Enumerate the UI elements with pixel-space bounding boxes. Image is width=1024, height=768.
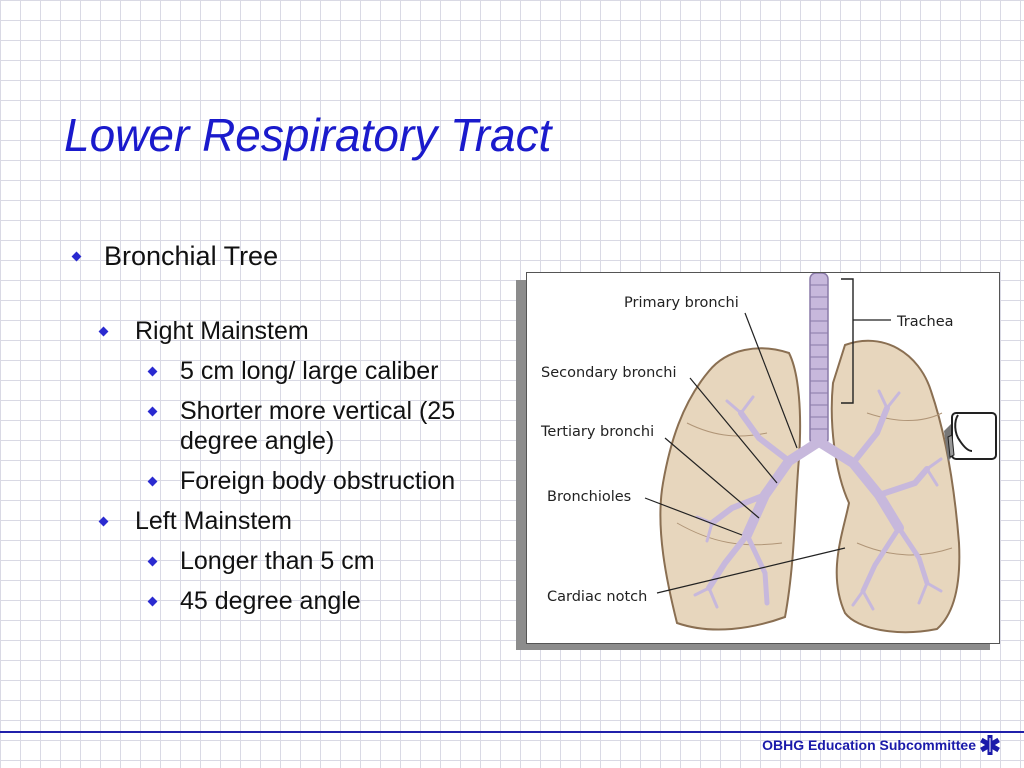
diamond-bullet-icon [147, 406, 158, 417]
bullet-bronchial-tree: Bronchial Tree [71, 241, 279, 271]
bullet-text: 5 cm long/ large caliber [180, 357, 439, 385]
bullet-right-mainstem: Right Mainstem [98, 316, 309, 346]
bullet-text: Longer than 5 cm [180, 547, 375, 575]
label-secondary-bronchi: Secondary bronchi [541, 365, 677, 381]
lung-diagram: Primary bronchi Trachea Secondary bronch… [526, 272, 1000, 644]
bullet-rm-caliber: 5 cm long/ large caliber [147, 356, 439, 386]
bullet-rm-vertical: Shorter more vertical (25 [147, 396, 456, 426]
bullet-text: Left Mainstem [135, 507, 293, 535]
diamond-bullet-icon [147, 476, 158, 487]
footer-divider [0, 731, 1024, 733]
bullet-lm-length: Longer than 5 cm [147, 546, 375, 576]
notebook-icon [944, 412, 997, 461]
diamond-bullet-icon [71, 251, 82, 262]
bullet-rm-vertical-cont: degree angle) [180, 426, 334, 456]
bullet-text: Right Mainstem [135, 317, 309, 345]
lung-illustration: Primary bronchi Trachea Secondary bronch… [540, 273, 961, 634]
bullet-text: Bronchial Tree [104, 241, 279, 271]
trachea-tube [809, 273, 829, 446]
bullet-lm-angle: 45 degree angle [147, 586, 361, 616]
label-primary-bronchi: Primary bronchi [624, 295, 739, 311]
bullet-text: degree angle) [180, 427, 335, 455]
label-cardiac-notch: Cardiac notch [547, 589, 647, 605]
footer-text: OBHG Education Subcommittee [762, 737, 976, 753]
bullet-text: 45 degree angle [180, 587, 361, 615]
diamond-bullet-icon [98, 326, 109, 337]
label-tertiary-bronchi: Tertiary bronchi [540, 424, 654, 440]
diamond-bullet-icon [147, 596, 158, 607]
bullet-rm-foreign-body: Foreign body obstruction [147, 466, 456, 496]
bullet-text: Foreign body obstruction [180, 467, 456, 495]
bullet-left-mainstem: Left Mainstem [98, 506, 293, 536]
bullet-text: Shorter more vertical (25 [180, 397, 456, 425]
diamond-bullet-icon [98, 516, 109, 527]
label-bronchioles: Bronchioles [547, 489, 631, 505]
diamond-bullet-icon [147, 556, 158, 567]
star-of-life-icon [980, 735, 1000, 755]
slide-title: Lower Respiratory Tract [64, 109, 552, 161]
label-trachea: Trachea [896, 314, 954, 330]
diamond-bullet-icon [147, 366, 158, 377]
